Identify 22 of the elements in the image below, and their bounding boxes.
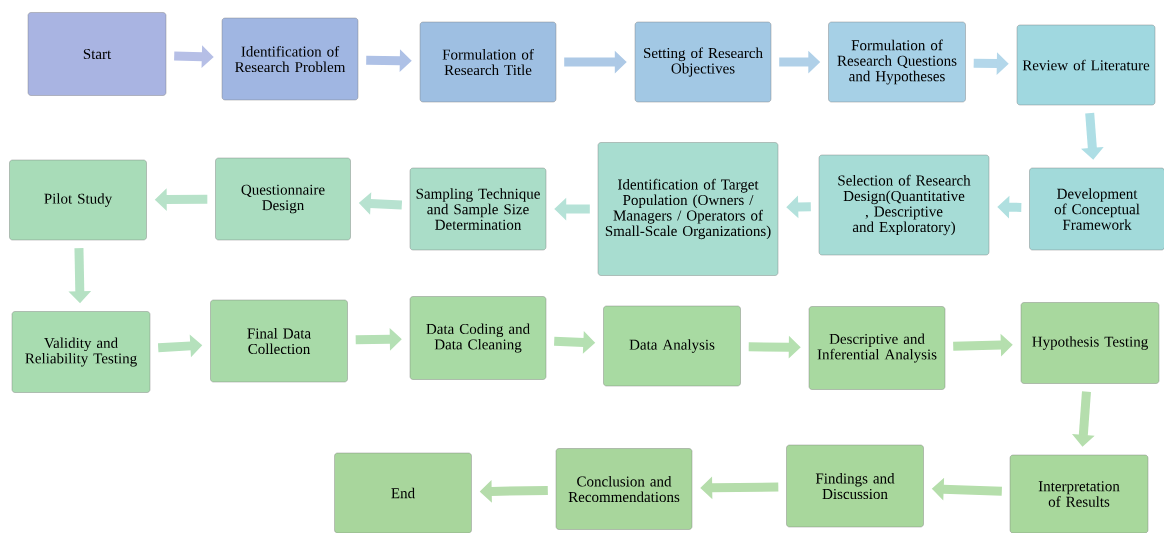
process-box: Sampling Technique and Sample Size Determination <box>409 167 547 251</box>
process-box: Setting of Research Objectives <box>634 21 772 103</box>
process-box: Findings and Discussion <box>786 444 924 528</box>
process-box: Data Analysis <box>603 305 741 387</box>
process-box: Questionnaire Design <box>215 157 351 241</box>
process-box: Pilot Study <box>9 159 147 241</box>
process-box: Validity and Reliability Testing <box>11 311 151 393</box>
process-box: Development of Conceptual Framework <box>1029 167 1164 251</box>
process-box: Formulation of Research Questions and Hypotheses <box>828 21 966 103</box>
process-box: Interpretation of Results <box>1009 454 1149 533</box>
end-box: End <box>334 452 472 533</box>
process-box: Identification of Research Problem <box>221 17 359 101</box>
process-box: Conclusion and Recommendations <box>555 448 693 530</box>
process-box: Data Coding and Data Cleaning <box>409 296 547 380</box>
process-box: Hypothesis Testing <box>1020 302 1160 384</box>
process-box: Formulation of Research Title <box>419 21 557 103</box>
process-box: Descriptive and Inferential Analysis <box>808 306 946 390</box>
process-box: Selection of Research Design(Quantitative , Descriptive and Exploratory) <box>818 154 990 256</box>
process-box: Final Data Collection <box>210 299 348 383</box>
start-box: Start <box>27 12 167 96</box>
process-box: Identification of Target Population (Owners / Managers / Operators of Small-Scale Organizations) <box>597 142 779 276</box>
process-box: Review of Literature <box>1016 24 1156 106</box>
